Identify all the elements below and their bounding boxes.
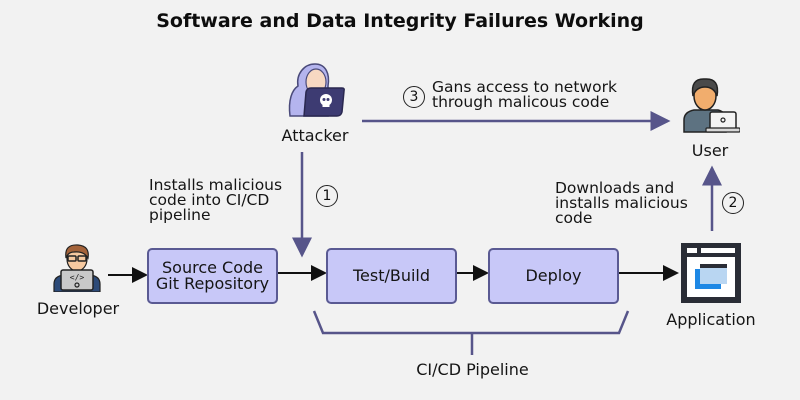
step-3-badge: 3 xyxy=(403,86,425,108)
step-3-text: Gans access to network through malicous … xyxy=(432,78,617,111)
developer-icon: </> xyxy=(52,242,102,293)
application-label: Application xyxy=(666,310,756,329)
application-icon xyxy=(679,241,743,305)
pipeline-bracket xyxy=(312,310,630,335)
step-2-badge: 2 xyxy=(722,192,744,214)
attacker-icon xyxy=(284,60,346,122)
step-1-text: Installs malicious code into CI/CD pipel… xyxy=(149,176,283,224)
developer-label: Developer xyxy=(36,299,120,318)
deploy-box[interactable]: Deploy xyxy=(488,248,619,304)
user-icon xyxy=(680,74,741,134)
test-build-box[interactable]: Test/Build xyxy=(326,248,457,304)
step-1-badge: 1 xyxy=(316,185,338,207)
attacker-label: Attacker xyxy=(281,126,349,145)
user-label: User xyxy=(691,141,729,160)
diagram-title: Software and Data Integrity Failures Wor… xyxy=(156,10,644,32)
pipeline-label: CI/CD Pipeline xyxy=(416,360,529,379)
source-code-repository-box[interactable]: Source Code Git Repository xyxy=(147,248,278,304)
step-2-text: Downloads and installs malicious code xyxy=(555,179,688,227)
svg-text:</>: </> xyxy=(70,273,85,282)
